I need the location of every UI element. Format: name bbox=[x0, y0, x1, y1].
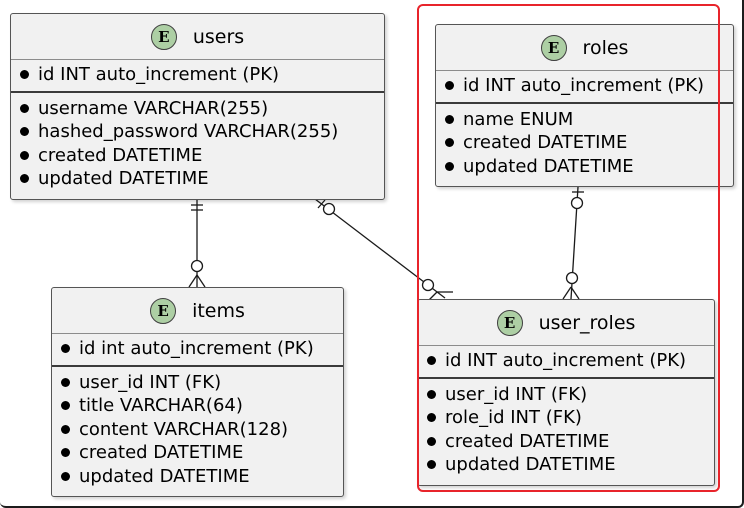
bullet-icon bbox=[427, 356, 436, 366]
entity-header: E user_roles bbox=[418, 300, 714, 345]
entity-field: created DATETIME bbox=[418, 430, 714, 454]
entity-badge-icon: E bbox=[150, 23, 177, 50]
bullet-icon bbox=[20, 174, 29, 184]
field-text: role_id INT (FK) bbox=[445, 407, 582, 429]
entity-field: user_id INT (FK) bbox=[52, 371, 343, 395]
field-text: id int auto_increment (PK) bbox=[79, 338, 314, 360]
bullet-icon bbox=[20, 150, 29, 160]
bullet-icon bbox=[445, 138, 454, 148]
field-text: updated DATETIME bbox=[445, 454, 616, 476]
field-text: created DATETIME bbox=[79, 442, 244, 464]
bullet-icon bbox=[61, 344, 70, 354]
bullet-icon bbox=[427, 436, 436, 446]
divider bbox=[52, 333, 343, 334]
divider bbox=[11, 59, 384, 60]
entity-badge-icon: E bbox=[540, 34, 567, 61]
entity-field: user_id INT (FK) bbox=[418, 383, 714, 407]
bullet-icon bbox=[445, 114, 454, 124]
field-text: id INT auto_increment (PK) bbox=[445, 350, 687, 372]
bullet-icon bbox=[427, 460, 436, 470]
field-text: title VARCHAR(64) bbox=[79, 395, 243, 417]
entity-roles[interactable]: E roles id INT auto_increment (PK) name … bbox=[435, 24, 734, 187]
entity-field: updated DATETIME bbox=[418, 453, 714, 477]
field-text: id INT auto_increment (PK) bbox=[463, 75, 705, 97]
bullet-icon bbox=[61, 448, 70, 458]
entity-field: updated DATETIME bbox=[11, 167, 384, 191]
entity-field: role_id INT (FK) bbox=[418, 406, 714, 430]
entity-field: id int auto_increment (PK) bbox=[52, 337, 343, 361]
field-text: updated DATETIME bbox=[79, 465, 250, 487]
entity-field: content VARCHAR(128) bbox=[52, 418, 343, 442]
entity-items[interactable]: E items id int auto_increment (PK) user_… bbox=[51, 287, 344, 497]
divider bbox=[418, 376, 714, 379]
entity-user-roles[interactable]: E user_roles id INT auto_increment (PK) … bbox=[417, 299, 715, 486]
entity-title: items bbox=[192, 299, 245, 322]
field-text: updated DATETIME bbox=[463, 155, 634, 177]
bullet-icon bbox=[427, 389, 436, 399]
divider bbox=[436, 101, 733, 104]
entity-header: E users bbox=[11, 14, 384, 59]
entity-field: title VARCHAR(64) bbox=[52, 394, 343, 418]
divider bbox=[52, 364, 343, 367]
entity-field: name ENUM bbox=[436, 108, 733, 132]
field-text: name ENUM bbox=[463, 108, 574, 130]
bullet-icon bbox=[445, 161, 454, 171]
field-text: username VARCHAR(255) bbox=[38, 97, 269, 119]
field-text: created DATETIME bbox=[38, 144, 203, 166]
entity-field: hashed_password VARCHAR(255) bbox=[11, 120, 384, 144]
selection-highlight bbox=[417, 4, 720, 492]
bullet-icon bbox=[61, 401, 70, 411]
field-text: user_id INT (FK) bbox=[445, 383, 588, 405]
entity-field: id INT auto_increment (PK) bbox=[418, 349, 714, 373]
bullet-icon bbox=[61, 424, 70, 434]
bullet-icon bbox=[61, 377, 70, 387]
bullet-icon bbox=[427, 413, 436, 423]
field-text: id INT auto_increment (PK) bbox=[38, 64, 280, 86]
entity-field: updated DATETIME bbox=[52, 465, 343, 489]
rel-users-user-roles bbox=[314, 198, 453, 301]
field-text: hashed_password VARCHAR(255) bbox=[38, 121, 339, 143]
entity-field: id INT auto_increment (PK) bbox=[11, 63, 384, 87]
divider bbox=[11, 90, 384, 93]
entity-header: E items bbox=[52, 288, 343, 333]
field-text: content VARCHAR(128) bbox=[79, 418, 289, 440]
bullet-icon bbox=[20, 127, 29, 137]
entity-field: created DATETIME bbox=[436, 131, 733, 155]
entity-title: roles bbox=[582, 36, 629, 59]
entity-field: id INT auto_increment (PK) bbox=[436, 74, 733, 98]
entity-badge-icon: E bbox=[496, 309, 523, 336]
entity-field: updated DATETIME bbox=[436, 155, 733, 179]
field-text: updated DATETIME bbox=[38, 168, 209, 190]
divider bbox=[436, 70, 733, 71]
rel-roles-user-roles bbox=[562, 186, 584, 300]
bullet-icon bbox=[20, 103, 29, 113]
bullet-icon bbox=[20, 70, 29, 80]
field-text: user_id INT (FK) bbox=[79, 371, 222, 393]
entity-field: created DATETIME bbox=[52, 441, 343, 465]
divider bbox=[418, 345, 714, 346]
entity-title: users bbox=[192, 25, 245, 48]
entity-users[interactable]: E users id INT auto_increment (PK) usern… bbox=[10, 13, 385, 200]
bullet-icon bbox=[445, 81, 454, 91]
entity-field: username VARCHAR(255) bbox=[11, 97, 384, 121]
field-text: created DATETIME bbox=[463, 132, 628, 154]
entity-badge-icon: E bbox=[150, 297, 177, 324]
entity-header: E roles bbox=[436, 25, 733, 70]
rel-users-items bbox=[188, 200, 206, 288]
field-text: created DATETIME bbox=[445, 430, 610, 452]
entity-field: created DATETIME bbox=[11, 144, 384, 168]
entity-title: user_roles bbox=[538, 311, 636, 334]
bullet-icon bbox=[61, 471, 70, 481]
